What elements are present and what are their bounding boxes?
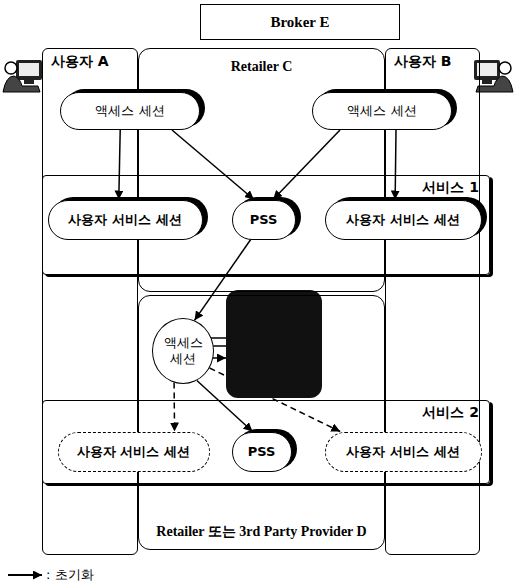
node-label: Retailer 또는 3rd Party Provider D: [156, 523, 366, 541]
node-label: 액세스 세션: [347, 102, 416, 120]
node-label: PSS: [250, 212, 278, 227]
arrow-connector: [394, 130, 396, 200]
session-pill: 사용자 서비스 세션: [48, 200, 203, 240]
node-label: 액세스 세션: [155, 335, 211, 368]
node-label: Retailer C: [231, 59, 293, 75]
node-label: 사용자 서비스 세션: [77, 443, 190, 461]
session-pill: 액세스 세션: [312, 92, 452, 130]
arrow-connector: [172, 130, 254, 200]
node-label: 액세스 세션: [95, 102, 164, 120]
session-ellipse: 액세스 세션: [152, 318, 214, 384]
legend-arrow-sample: [8, 574, 42, 576]
black-block: [226, 290, 322, 398]
session-pill: 사용자 서비스 세션: [325, 200, 482, 240]
node-label: 사용자 B: [394, 53, 452, 71]
node-label: 사용자 서비스 세션: [346, 211, 459, 229]
session-pill: PSS: [232, 200, 296, 240]
legend-entry: : 초기화: [46, 566, 94, 584]
session-pill: 사용자 서비스 세션: [325, 432, 482, 472]
legend-text: : 초기화: [46, 566, 94, 584]
broker-box: Broker E: [200, 4, 400, 40]
session-pill: 사용자 서비스 세션: [58, 432, 210, 472]
service-box: 서비스 1 사용자 서비스 세션 PSS 사용자 서비스 세션: [42, 175, 490, 275]
service-box: 서비스 2 사용자 서비스 세션 PSS 사용자 서비스 세션: [42, 400, 490, 484]
arrow-connector: [273, 130, 340, 200]
node-label: 사용자 서비스 세션: [346, 443, 459, 461]
node-label: 사용자 서비스 세션: [68, 211, 181, 229]
user-terminal-icon: [3, 60, 42, 92]
arrow-connector: [173, 383, 175, 432]
node-label: PSS: [248, 444, 276, 459]
node-label: Broker E: [270, 14, 329, 31]
link-arrow: [212, 357, 226, 359]
retailer-box: Retailer C: [138, 48, 385, 292]
node-label: 사용자 A: [51, 53, 109, 71]
node-label: 서비스 2: [422, 404, 479, 422]
session-pill: 액세스 세션: [60, 92, 200, 130]
node-label: 서비스 1: [422, 179, 479, 197]
session-pill: PSS: [232, 432, 292, 472]
arrow-connector: [119, 130, 120, 200]
